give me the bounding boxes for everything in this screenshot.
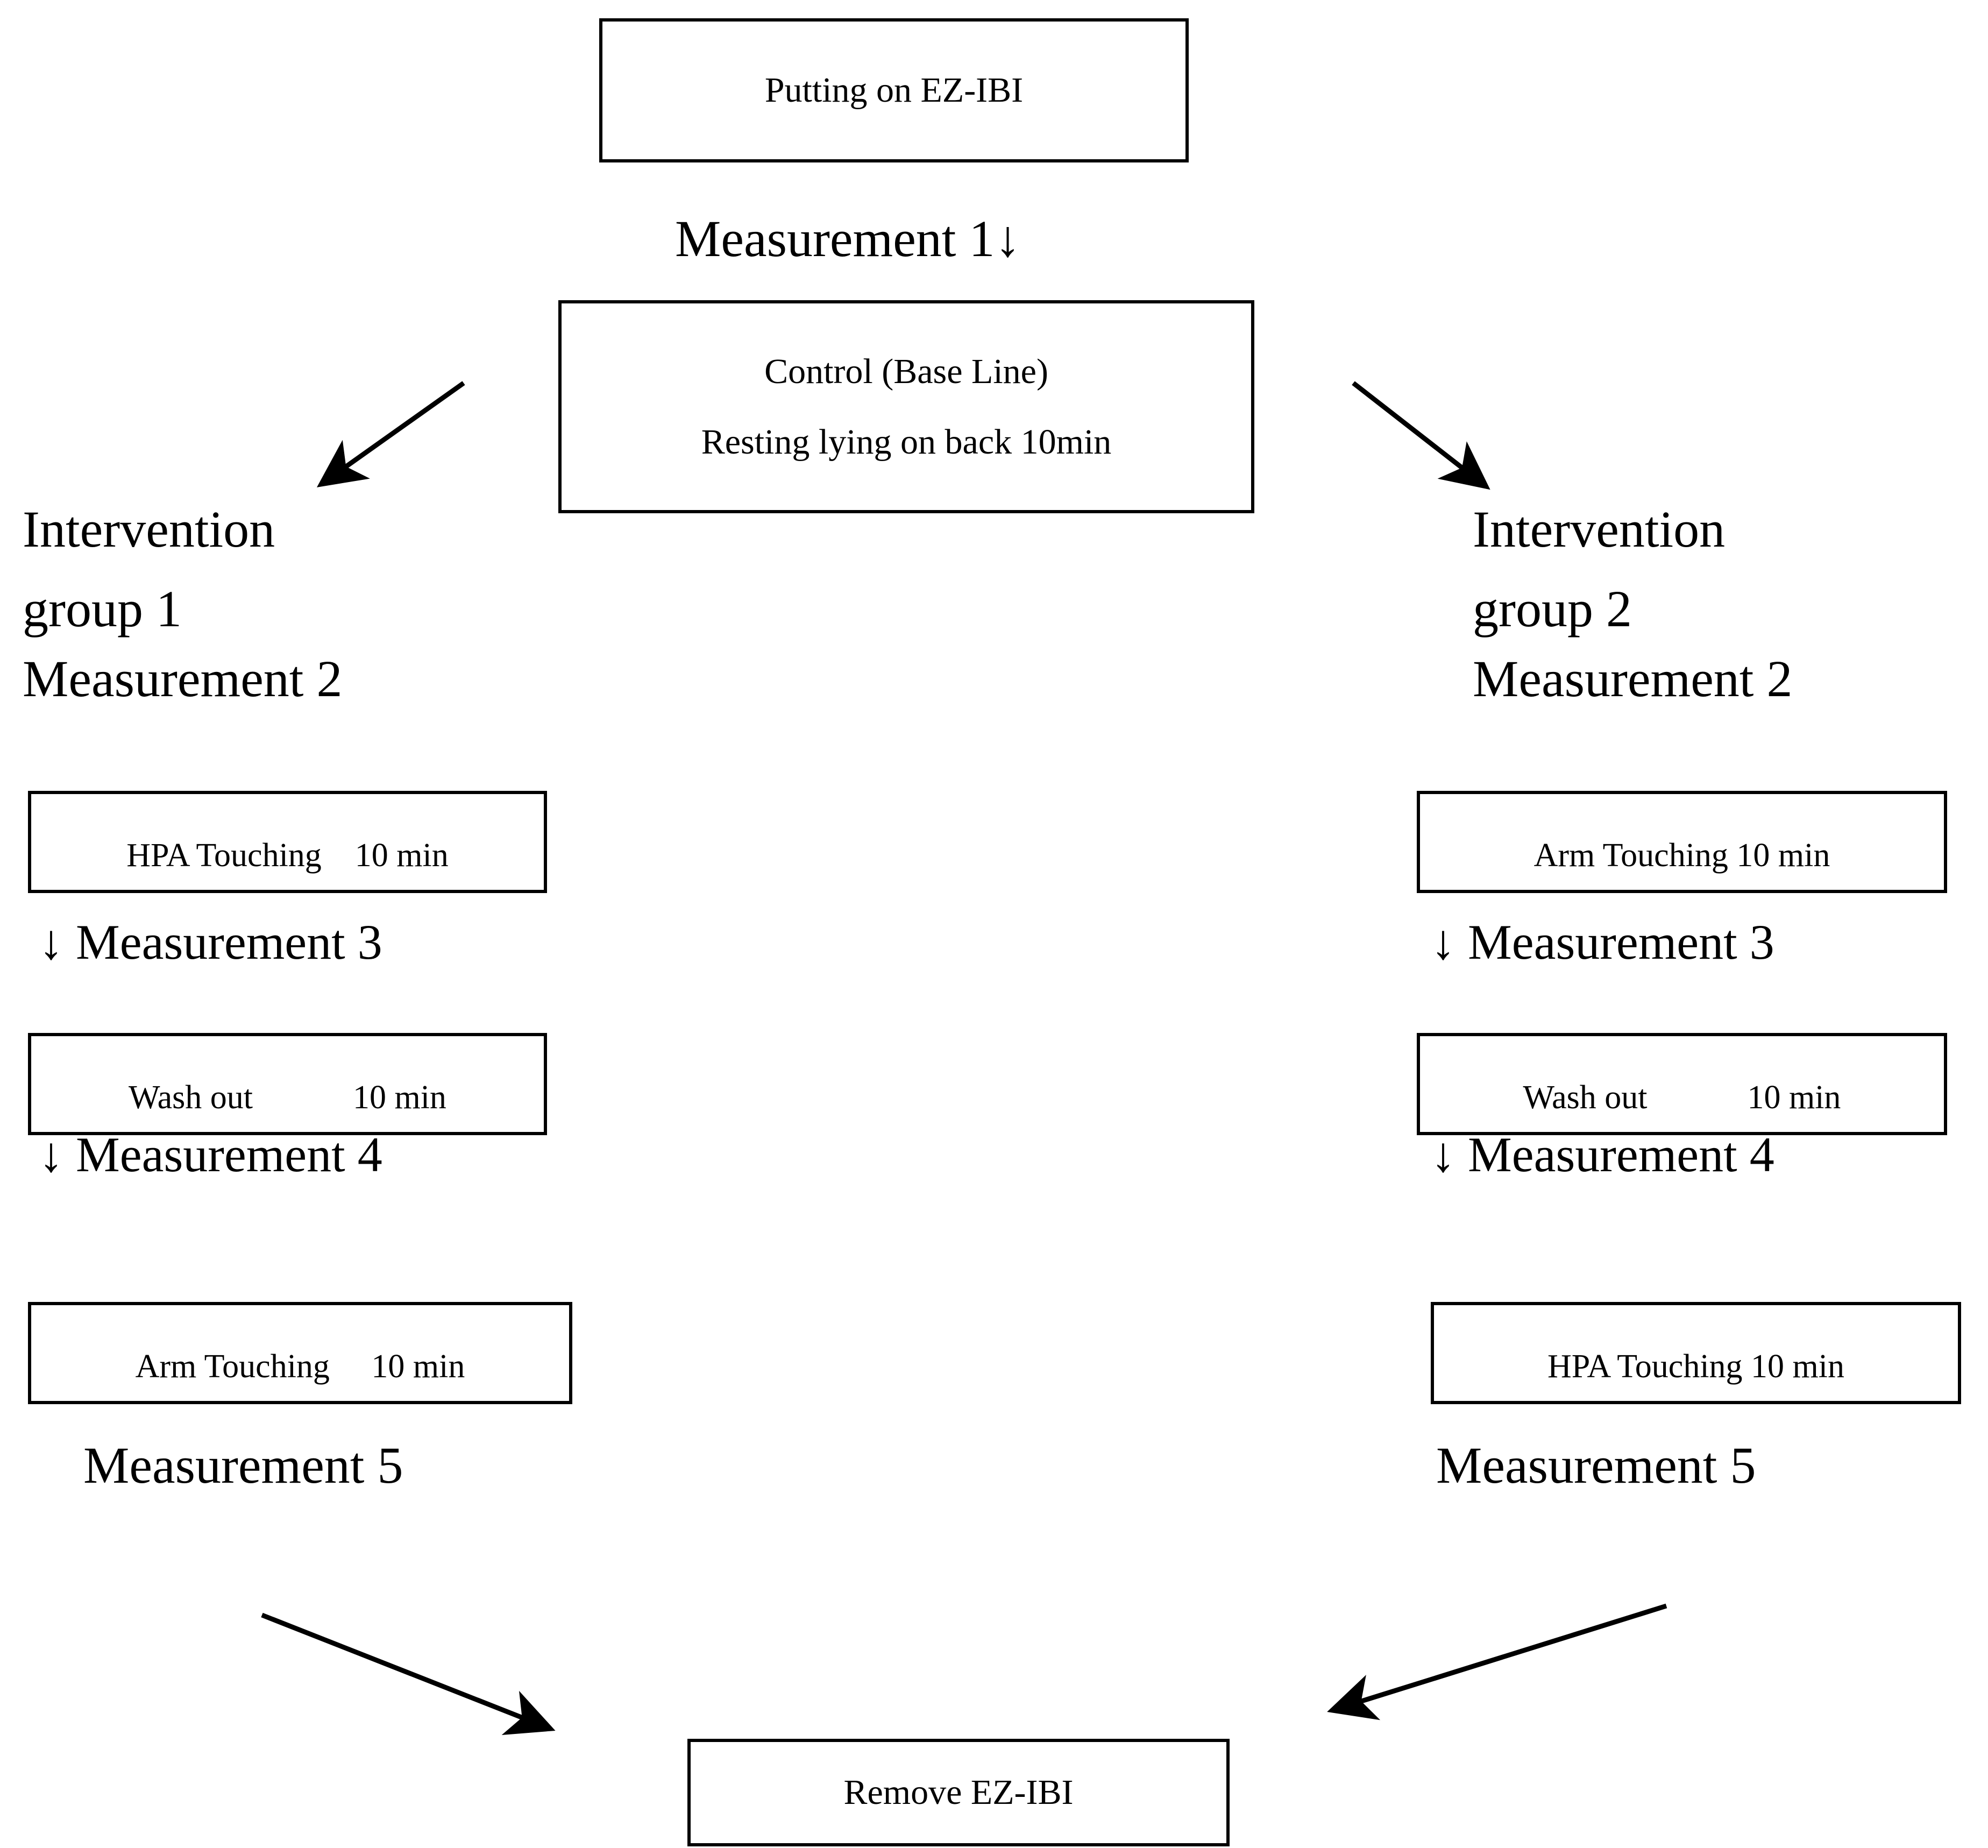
- measurement-1-label: Measurement 1↓: [675, 210, 1021, 267]
- control-box-line-1: Control (Base Line): [764, 351, 1048, 391]
- right-step-3-box: HPA Touching 10 min: [1431, 1302, 1961, 1404]
- left-group-title-line-1: Intervention: [23, 500, 275, 558]
- arrow-control-to-group2: [1352, 381, 1490, 490]
- left-measurement-3-label: ↓ Measurement 3: [39, 915, 382, 969]
- end-box-label: Remove EZ-IBI: [843, 1773, 1074, 1812]
- left-step-2-box: Wash out 10 min: [28, 1033, 547, 1135]
- right-step-1-box: Arm Touching 10 min: [1417, 791, 1947, 893]
- left-step-3-label: Arm Touching 10 min: [135, 1348, 465, 1385]
- right-step-2-box: Wash out 10 min: [1417, 1033, 1947, 1135]
- right-step-2-label: Wash out 10 min: [1523, 1079, 1841, 1116]
- left-measurement-5-label: Measurement 5: [83, 1436, 403, 1494]
- arrow-control-to-group1: [316, 381, 465, 487]
- left-step-1-box: HPA Touching 10 min: [28, 791, 547, 893]
- right-measurement-4-label: ↓ Measurement 4: [1431, 1127, 1774, 1182]
- arrow-group2-to-end: [1327, 1603, 1667, 1720]
- right-group-title-line-2: group 2: [1473, 580, 1632, 638]
- control-box-line-2: Resting lying on back 10min: [701, 422, 1112, 462]
- arrow-group1-to-end: [261, 1612, 556, 1735]
- start-box-label: Putting on EZ-IBI: [764, 70, 1024, 110]
- right-group-title-line-1: Intervention: [1473, 500, 1726, 558]
- end-box: Remove EZ-IBI: [687, 1739, 1230, 1846]
- left-step-1-label: HPA Touching 10 min: [126, 837, 449, 874]
- control-box: Control (Base Line) Resting lying on bac…: [558, 300, 1254, 513]
- left-step-2-label: Wash out 10 min: [129, 1079, 446, 1116]
- start-box: Putting on EZ-IBI: [599, 18, 1189, 162]
- right-measurement-3-label: ↓ Measurement 3: [1431, 915, 1774, 969]
- left-measurement-2-label: Measurement 2: [23, 650, 343, 707]
- right-measurement-2-label: Measurement 2: [1473, 650, 1793, 707]
- left-measurement-4-label: ↓ Measurement 4: [39, 1127, 382, 1182]
- left-step-3-box: Arm Touching 10 min: [28, 1302, 572, 1404]
- right-step-1-label: Arm Touching 10 min: [1533, 837, 1830, 874]
- right-step-3-label: HPA Touching 10 min: [1547, 1348, 1845, 1385]
- right-measurement-5-label: Measurement 5: [1436, 1436, 1756, 1494]
- left-group-title-line-2: group 1: [23, 580, 182, 638]
